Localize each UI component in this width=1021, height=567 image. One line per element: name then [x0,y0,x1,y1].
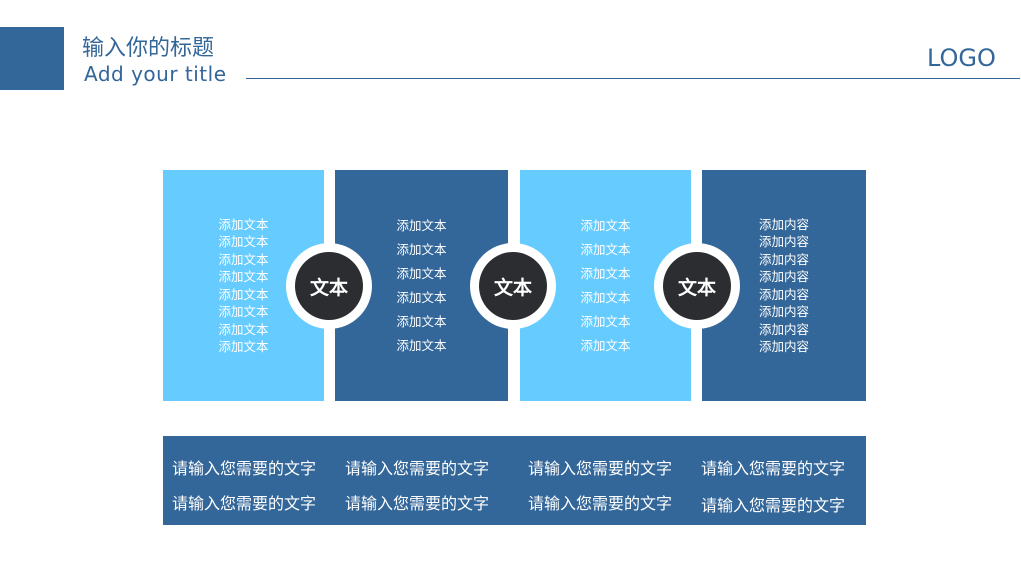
logo: LOGO [927,44,996,72]
title-en: Add your title [84,62,227,86]
panel-text-line: 添加内容 [758,234,809,249]
panel-text-line: 添加内容 [758,286,809,302]
panel-text-line: 添加文本 [396,289,447,305]
panel-text-line: 添加文本 [218,251,269,267]
panel-text-line: 添加内容 [758,304,809,319]
panel-3: 添加文本添加文本添加文本添加文本添加文本添加文本 [520,170,691,401]
panel-text-line: 添加文本 [218,304,269,319]
panel-text-line: 添加文本 [580,289,631,305]
circle-label: 文本 [479,252,547,320]
circle-badge-3: 文本 [654,243,740,329]
panel-text-line: 添加文本 [396,337,447,353]
circle-label: 文本 [295,252,363,320]
bottom-text: 请输入您需要的文字 [172,459,317,478]
panel-text-line: 添加文本 [580,217,631,233]
bottom-text: 请输入您需要的文字 [528,494,673,513]
panel-text-line: 添加文本 [580,337,631,353]
bottom-text: 请输入您需要的文字 [701,459,846,478]
bottom-text: 请输入您需要的文字 [528,459,673,478]
title-accent-square [0,27,64,90]
bottom-text-box: 请输入您需要的文字 请输入您需要的文字 请输入您需要的文字 请输入您需要的文字 … [163,436,866,525]
panel-text-line: 添加文本 [396,217,447,233]
title-cn: 输入你的标题 [82,36,215,61]
panel-text-line: 添加文本 [580,241,631,257]
header-divider [246,78,1020,79]
panel-text-line: 添加文本 [218,269,269,284]
bottom-text: 请输入您需要的文字 [172,494,317,513]
bottom-text: 请输入您需要的文字 [345,459,490,478]
bottom-text: 请输入您需要的文字 [345,494,490,513]
panel-text-line: 添加文本 [218,286,269,302]
panel-text-line: 添加文本 [580,313,631,329]
panel-text-line: 添加文本 [218,216,269,232]
panel-text-line: 添加内容 [758,216,809,232]
panel-text-line: 添加文本 [396,241,447,257]
panel-text-line: 添加文本 [218,234,269,249]
panel-text-line: 添加内容 [758,269,809,284]
panel-text-line: 添加内容 [758,251,809,267]
panel-text-line: 添加内容 [758,321,809,337]
circle-badge-2: 文本 [470,243,556,329]
panel-text-line: 添加文本 [580,265,631,281]
panel-text-line: 添加文本 [396,265,447,281]
bottom-text: 请输入您需要的文字 [701,496,846,515]
panel-text-line: 添加文本 [218,339,269,354]
circle-label: 文本 [663,252,731,320]
panel-text-line: 添加文本 [396,313,447,329]
panel-text-line: 添加内容 [758,339,809,354]
panel-text-line: 添加文本 [218,321,269,337]
circle-badge-1: 文本 [286,243,372,329]
